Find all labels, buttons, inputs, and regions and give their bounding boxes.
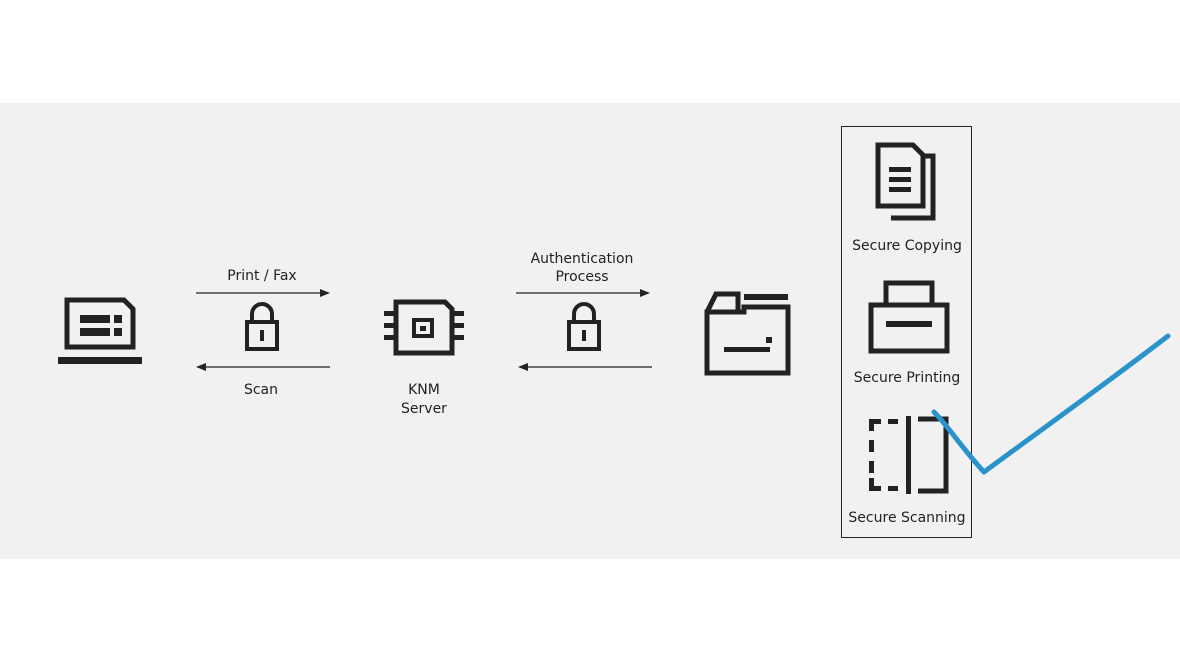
diagram-background xyxy=(0,103,1180,559)
laptop-icon xyxy=(58,297,144,369)
secure-features-panel xyxy=(841,126,972,538)
arrow-to-computer xyxy=(194,361,330,373)
lock-icon xyxy=(566,302,602,352)
authentication-label-line1: Authentication xyxy=(530,251,634,267)
arrow-to-server xyxy=(196,287,332,299)
copy-icon xyxy=(875,142,941,222)
server-label-line2: Server xyxy=(401,401,447,417)
lock-icon xyxy=(244,302,280,352)
feature-label-printing: Secure Printing xyxy=(853,370,961,386)
authentication-label-line2: Process xyxy=(555,269,609,285)
scan-icon xyxy=(866,416,950,496)
server-chip-icon xyxy=(382,297,466,359)
printer-icon xyxy=(868,279,950,355)
feature-label-copying: Secure Copying xyxy=(852,238,962,254)
scan-label: Scan xyxy=(243,382,279,398)
print-fax-label: Print / Fax xyxy=(227,268,297,284)
arrow-from-printer xyxy=(516,361,652,373)
arrow-to-printer xyxy=(516,287,652,299)
feature-label-scanning: Secure Scanning xyxy=(848,510,966,526)
multifunction-printer-icon xyxy=(704,289,792,377)
server-label-line1: KNM xyxy=(408,382,440,398)
